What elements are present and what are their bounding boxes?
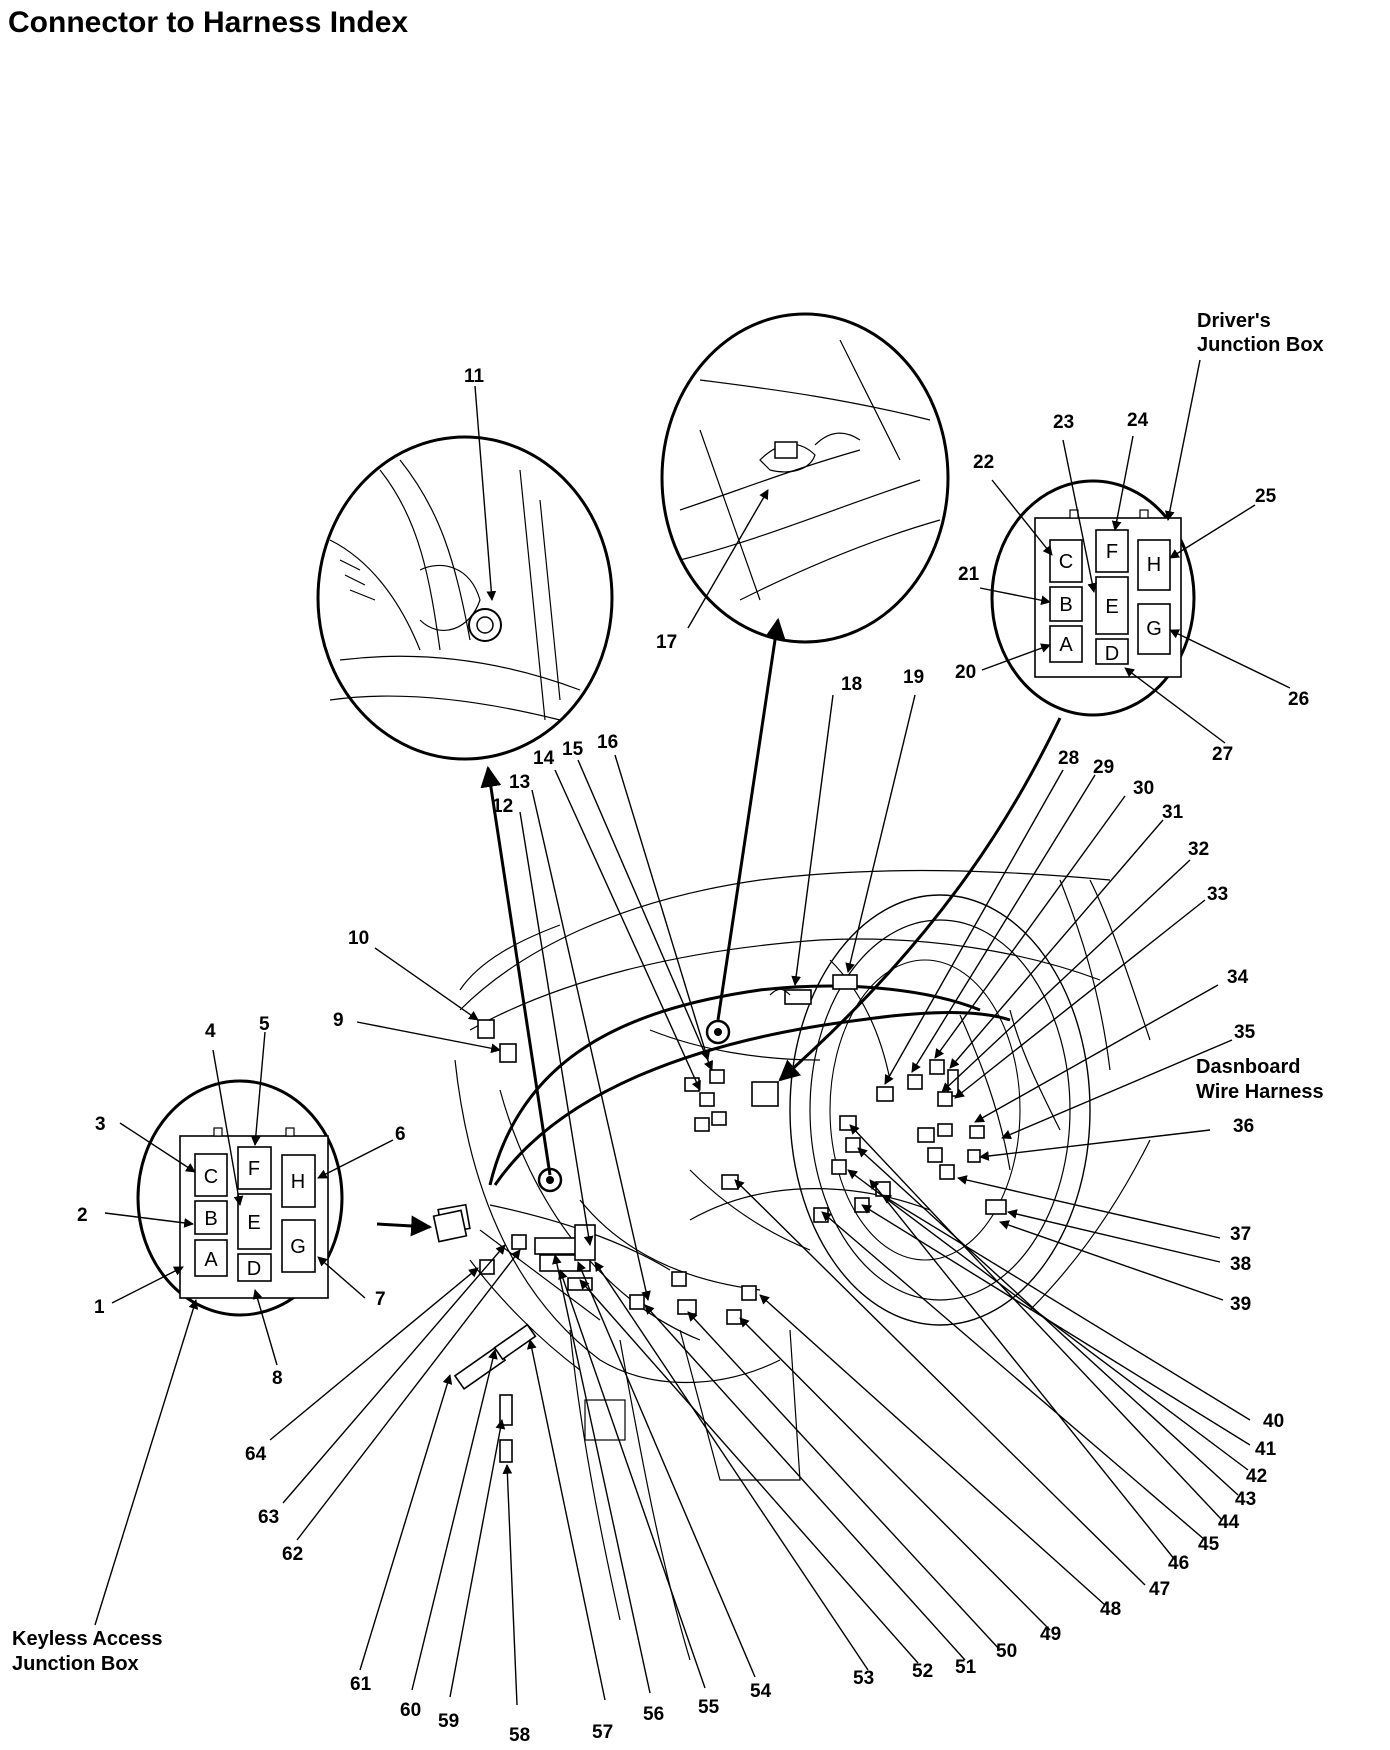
callout-63: 63: [258, 1507, 279, 1528]
callout-46: 46: [1168, 1553, 1189, 1574]
callout-12: 12: [492, 796, 513, 817]
callout-8: 8: [272, 1368, 283, 1389]
keyless-jb-caption-line1: Keyless Access: [12, 1628, 163, 1650]
keyless-jb-box-d: D: [247, 1258, 261, 1280]
callout-14: 14: [533, 748, 555, 769]
dashboard-harness-caption-line1: Dasnboard: [1196, 1056, 1300, 1078]
drivers-jb-box-c: C: [1059, 551, 1073, 573]
drivers-junction-box: C B A F E D H G: [990, 479, 1196, 717]
keyless-jb-box-c: C: [204, 1166, 218, 1188]
keyless-jb-box-b: B: [204, 1208, 217, 1230]
callout-10: 10: [348, 928, 369, 949]
keyless-jb-box-f: F: [248, 1158, 260, 1180]
callout-45: 45: [1198, 1534, 1220, 1555]
callout-5: 5: [259, 1014, 270, 1035]
detail-circle-11: [316, 435, 614, 761]
callout-37: 37: [1230, 1224, 1251, 1245]
callout-18: 18: [841, 674, 862, 695]
callout-34: 34: [1227, 967, 1249, 988]
callout-41: 41: [1255, 1439, 1277, 1460]
callout-39: 39: [1230, 1294, 1251, 1315]
keyless-access-junction-box: C B A F E D H G: [136, 1079, 344, 1317]
callout-58: 58: [509, 1725, 530, 1746]
callout-27: 27: [1212, 744, 1233, 765]
callout-49: 49: [1040, 1624, 1061, 1645]
callout-40: 40: [1263, 1411, 1284, 1432]
callout-31: 31: [1162, 802, 1184, 823]
callout-47: 47: [1149, 1579, 1170, 1600]
drivers-jb-caption-line1: Driver's: [1197, 310, 1271, 332]
drivers-jb-box-f: F: [1106, 541, 1118, 563]
callout-20: 20: [955, 662, 976, 683]
drivers-jb-box-h: H: [1147, 554, 1161, 576]
callout-44: 44: [1218, 1512, 1240, 1533]
dashboard-harness-caption-line2: Wire Harness: [1196, 1081, 1324, 1103]
callout-38: 38: [1230, 1254, 1251, 1275]
callout-24: 24: [1127, 410, 1149, 431]
callout-7: 7: [375, 1289, 386, 1310]
drivers-jb-box-g: G: [1146, 618, 1162, 640]
callout-30: 30: [1133, 778, 1154, 799]
pointer-lines: [94, 359, 1291, 1706]
callout-36: 36: [1233, 1116, 1254, 1137]
keyless-jb-box-h: H: [291, 1171, 305, 1193]
detail-circle-17: [660, 312, 950, 644]
callout-23: 23: [1053, 412, 1074, 433]
callout-62: 62: [282, 1544, 303, 1565]
drivers-jb-box-b: B: [1059, 594, 1072, 616]
drivers-jb-caption-line2: Junction Box: [1197, 334, 1324, 356]
callout-19: 19: [903, 667, 924, 688]
callout-53: 53: [853, 1668, 874, 1689]
callout-2: 2: [77, 1205, 88, 1226]
callout-56: 56: [643, 1704, 664, 1725]
callout-52: 52: [912, 1661, 933, 1682]
callout-11: 11: [464, 366, 485, 387]
callout-4: 4: [205, 1021, 216, 1042]
callout-59: 59: [438, 1711, 459, 1732]
callout-26: 26: [1288, 689, 1309, 710]
drivers-jb-box-a: A: [1059, 634, 1073, 656]
callout-22: 22: [973, 452, 994, 473]
callout-6: 6: [395, 1124, 406, 1145]
callout-57: 57: [592, 1722, 613, 1743]
page-title: Connector to Harness Index: [8, 6, 409, 39]
callout-9: 9: [333, 1010, 344, 1031]
callout-51: 51: [955, 1657, 977, 1678]
callout-28: 28: [1058, 748, 1079, 769]
callout-1: 1: [94, 1297, 105, 1318]
keyless-jb-caption-line2: Junction Box: [12, 1653, 139, 1675]
keyless-jb-box-g: G: [290, 1236, 306, 1258]
callout-64: 64: [245, 1444, 267, 1465]
callout-55: 55: [698, 1697, 720, 1718]
callout-13: 13: [509, 772, 530, 793]
callout-16: 16: [597, 732, 618, 753]
callout-25: 25: [1255, 486, 1277, 507]
callout-21: 21: [958, 564, 980, 585]
drivers-jb-box-d: D: [1105, 643, 1119, 665]
callout-42: 42: [1246, 1466, 1267, 1487]
callout-61: 61: [350, 1674, 372, 1695]
callout-33: 33: [1207, 884, 1228, 905]
callout-54: 54: [750, 1681, 772, 1702]
callout-17: 17: [656, 632, 677, 653]
callout-48: 48: [1100, 1599, 1121, 1620]
callout-numbers: 1 2 3 4 5 6 7 8 9 10 11 12 13 14 15 16 1…: [77, 366, 1309, 1746]
callout-29: 29: [1093, 757, 1114, 778]
callout-3: 3: [95, 1114, 106, 1135]
drivers-jb-box-e: E: [1105, 596, 1118, 618]
callout-43: 43: [1235, 1489, 1256, 1510]
callout-15: 15: [562, 739, 584, 760]
callout-35: 35: [1234, 1022, 1256, 1043]
keyless-jb-box-a: A: [204, 1249, 218, 1271]
callout-60: 60: [400, 1700, 421, 1721]
callout-32: 32: [1188, 839, 1209, 860]
dashboard-sketch: [454, 869, 1151, 1661]
callout-50: 50: [996, 1641, 1017, 1662]
keyless-jb-box-e: E: [247, 1212, 260, 1234]
